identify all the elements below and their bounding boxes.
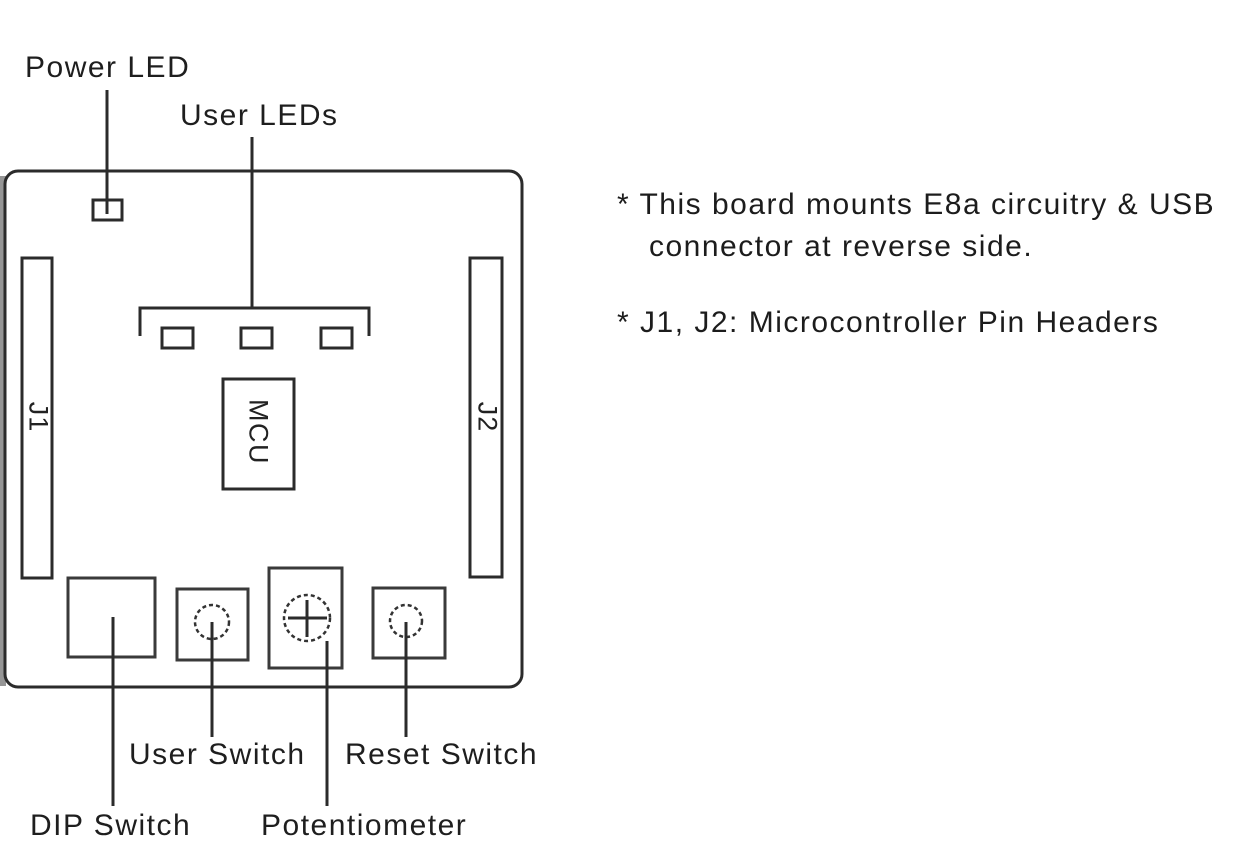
j2-header-shape xyxy=(468,256,504,579)
j2-label: J2 xyxy=(472,401,503,433)
user-led-3-shape xyxy=(319,326,354,350)
reset-switch-label: Reset Switch xyxy=(345,738,539,771)
user-led-1-shape xyxy=(160,326,195,350)
note-e8a-line2: connector at reverse side. xyxy=(649,230,1034,263)
user-led-2-shape xyxy=(239,326,274,350)
potentiometer-dial-circle xyxy=(282,593,332,643)
user-leds-label: User LEDs xyxy=(180,99,339,132)
mcu-shape xyxy=(221,377,296,491)
j1-header-shape xyxy=(20,256,54,580)
user-switch-label: User Switch xyxy=(129,738,306,771)
user-leds-bracket xyxy=(138,306,371,336)
power-led-label: Power LED xyxy=(25,51,191,84)
scan-shadow-strip xyxy=(0,176,6,686)
j1-label: J1 xyxy=(23,401,54,433)
note-e8a-line1: * This board mounts E8a circuitry & USB xyxy=(617,188,1216,221)
user-switch-button-circle xyxy=(193,603,231,641)
mcu-label: MCU xyxy=(243,399,274,465)
potentiometer-label: Potentiometer xyxy=(261,809,468,842)
dip-switch-label: DIP Switch xyxy=(30,809,192,842)
note-pin-headers: * J1, J2: Microcontroller Pin Headers xyxy=(617,306,1160,339)
reset-switch-shape xyxy=(371,586,447,660)
